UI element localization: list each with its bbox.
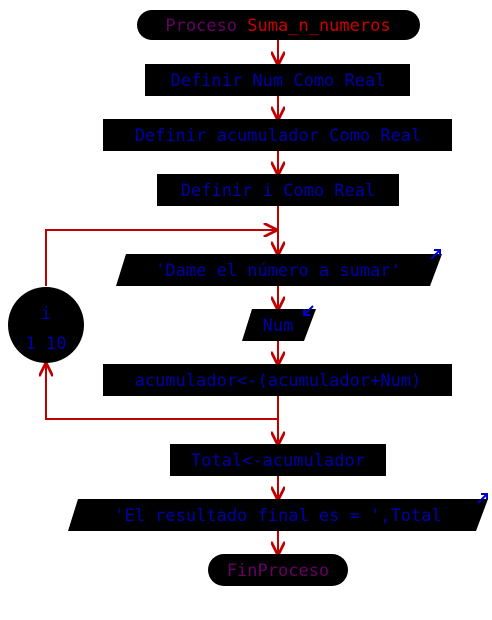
define-num-box: Definir Num Como Real	[145, 64, 410, 96]
accumulate-text: acumulador<-(acumulador+Num)	[135, 371, 422, 391]
loop-range-text: 1 10	[26, 334, 67, 354]
loop-var-text: i	[41, 304, 51, 324]
loop-back-line	[46, 364, 278, 420]
svg-text:Proceso Suma_n_n: Proceso Suma_n_numeros	[165, 16, 390, 36]
final-output-box: 'El resultado final es = ',Total	[68, 493, 488, 531]
start-node: Proceso Suma_n_numeros	[137, 10, 420, 40]
accumulate-box: acumulador<-(acumulador+Num)	[103, 364, 452, 396]
read-num-box: Num	[242, 305, 316, 341]
output-arrow-icon	[430, 249, 441, 260]
assign-total-box: Total<-acumulador	[170, 444, 386, 476]
loop-node: i 1 10	[8, 287, 84, 363]
define-num-text: Definir Num Como Real	[171, 71, 386, 91]
define-acc-box: Definir acumulador Como Real	[103, 119, 452, 151]
prompt-output-text: 'Dame el número a sumar'	[155, 261, 401, 281]
define-i-text: Definir i Como Real	[181, 181, 375, 201]
define-acc-text: Definir acumulador Como Real	[135, 126, 422, 146]
process-name: Suma_n_numeros	[247, 16, 390, 36]
define-i-box: Definir i Como Real	[157, 174, 399, 206]
flow-lines	[46, 40, 278, 554]
final-output-text: 'El resultado final es = ',Total	[114, 506, 442, 526]
end-text: FinProceso	[227, 561, 329, 581]
output-arrow-icon	[477, 493, 488, 504]
prompt-output-box: 'Dame el número a sumar'	[116, 249, 442, 286]
assign-total-text: Total<-acumulador	[191, 451, 365, 471]
loop-top-line	[45, 230, 276, 286]
process-keyword: Proceso	[165, 16, 237, 36]
end-node: FinProceso	[208, 554, 348, 586]
input-arrow-icon	[303, 305, 314, 316]
read-num-text: Num	[263, 316, 294, 336]
